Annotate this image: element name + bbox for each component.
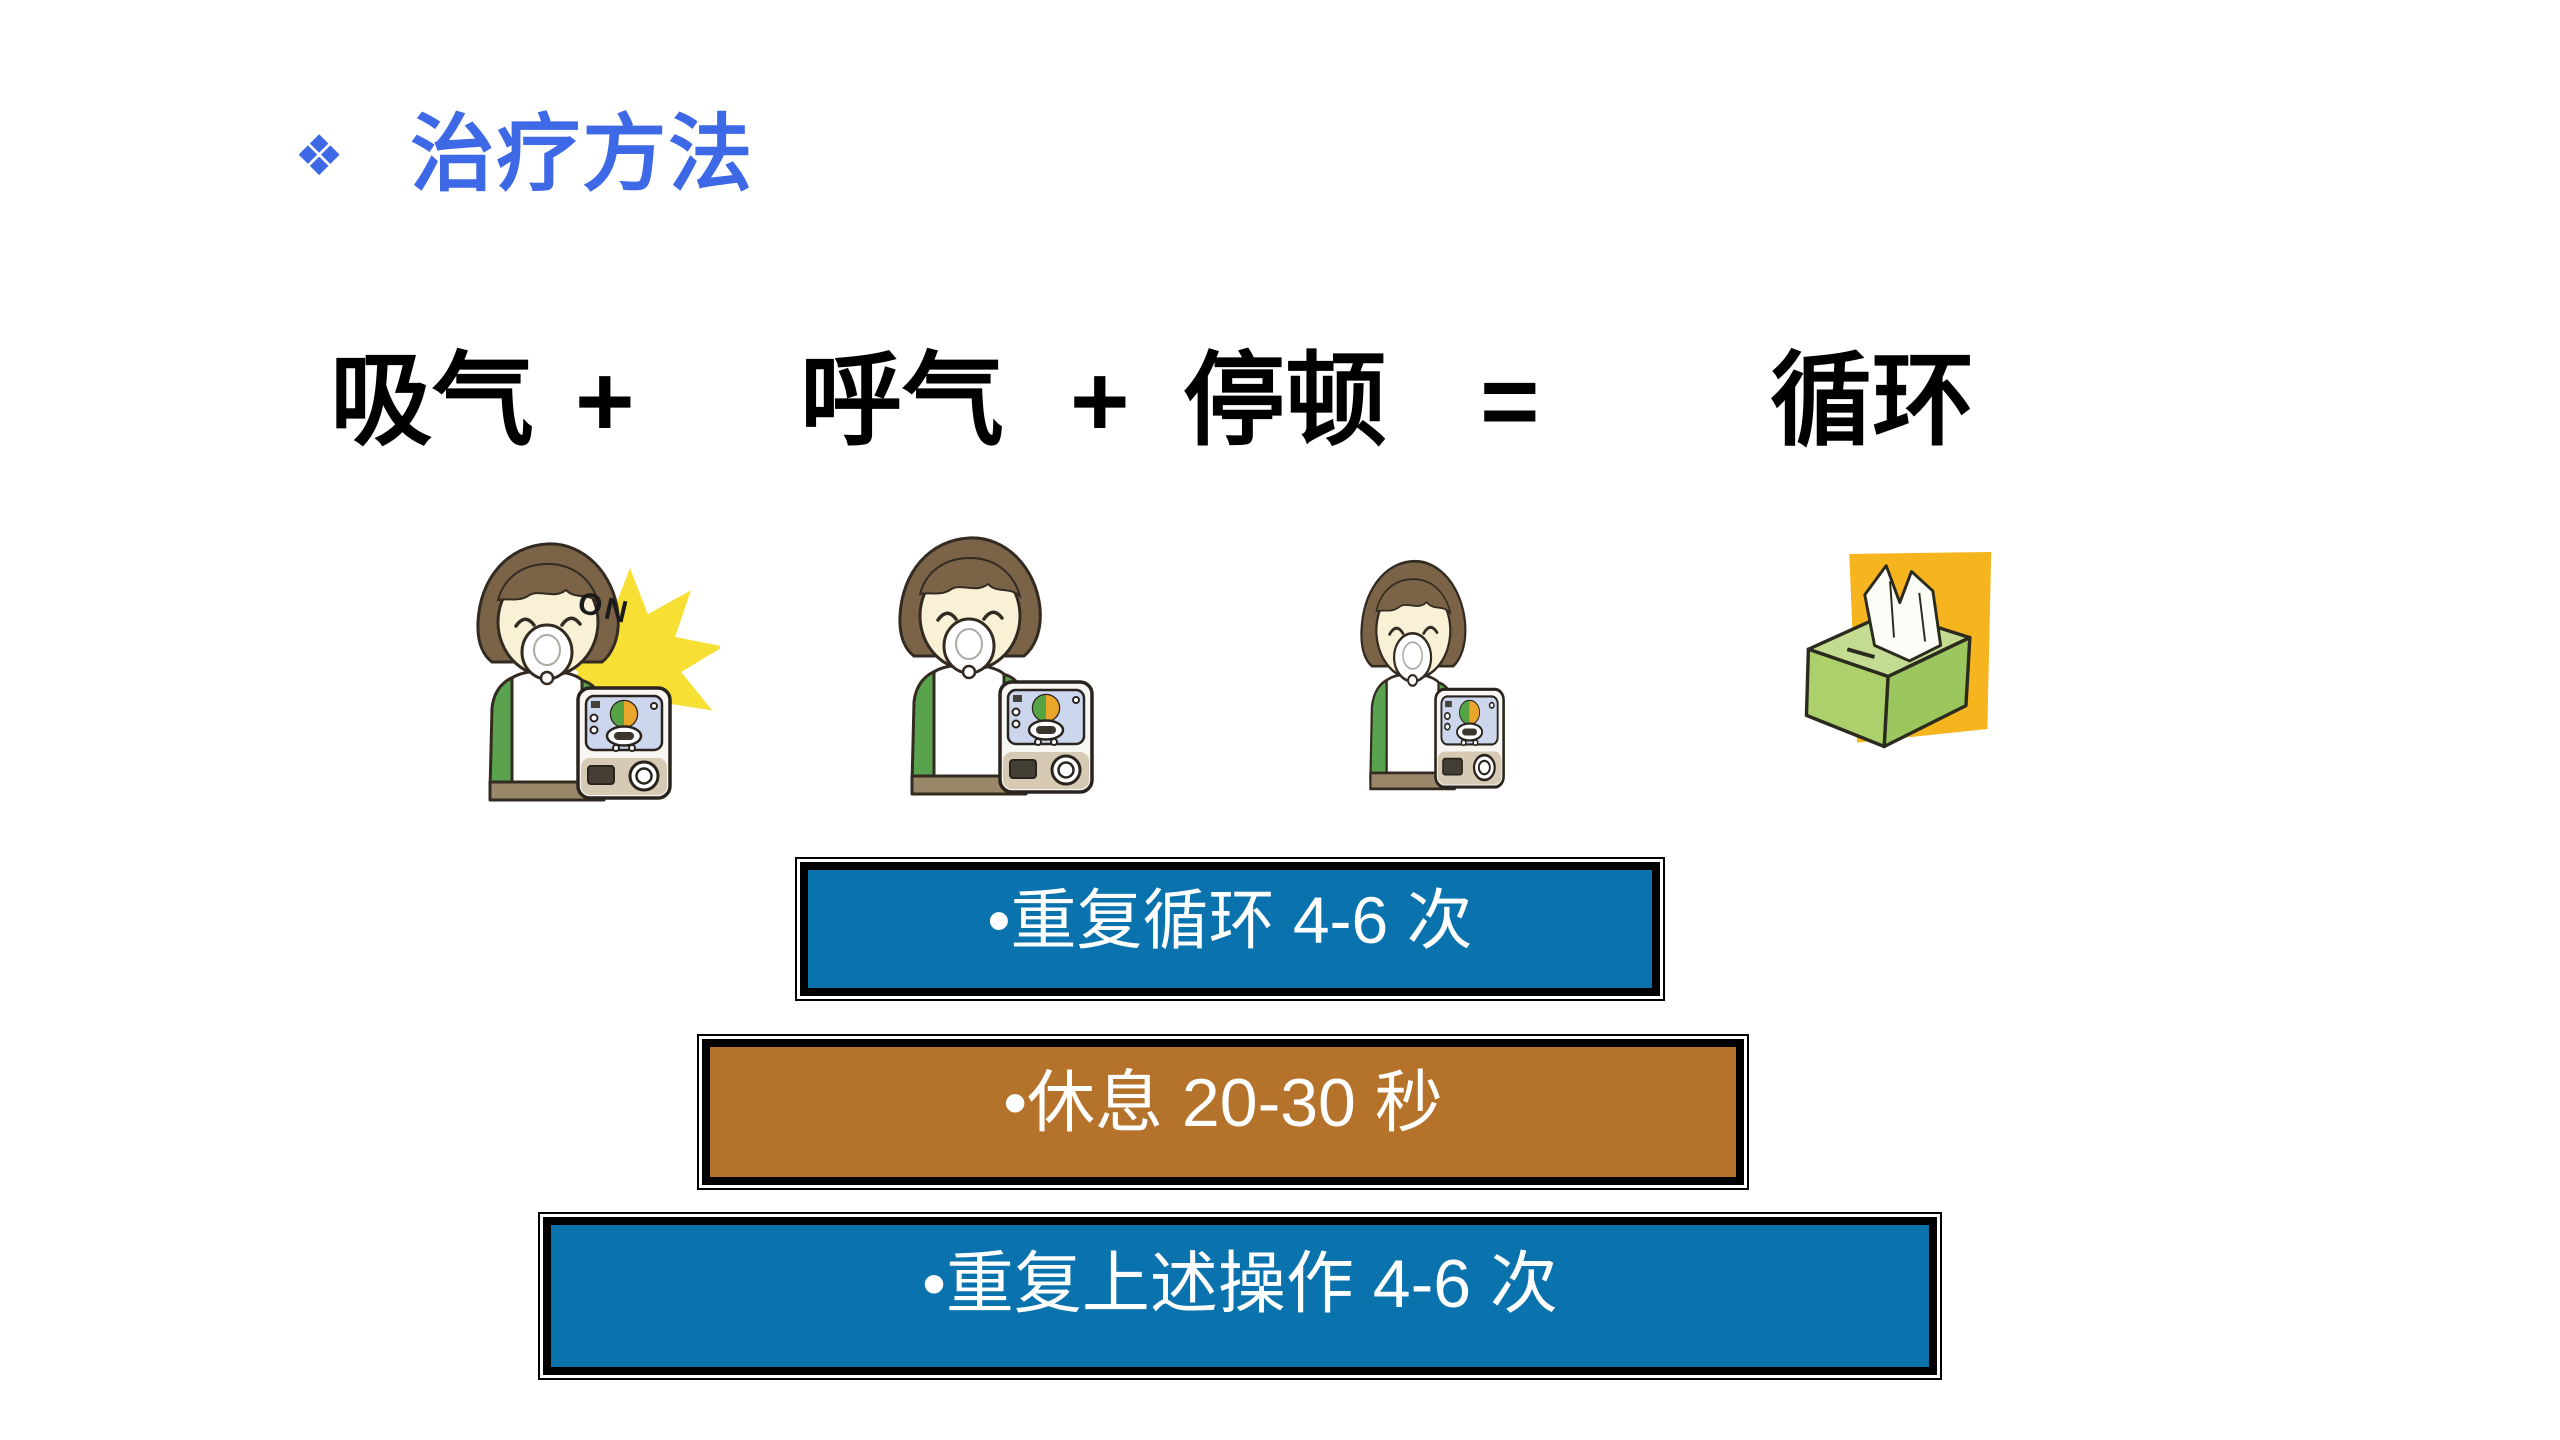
diamond-bullet-icon: ❖	[294, 124, 345, 187]
formula-plus-sign: +	[575, 344, 635, 458]
banner-repeat-cycle: •重复循环 4-6 次	[800, 862, 1660, 996]
banner-text: •重复循环 4-6 次	[987, 883, 1473, 957]
formula-term-exhale: 呼气	[800, 344, 1004, 458]
banner-rest: •休息 20-30 秒	[702, 1039, 1744, 1185]
patient-device-image	[1359, 559, 1506, 791]
formula-plus-sign: +	[1070, 344, 1130, 458]
formula-term-cycle: 循环	[1770, 344, 1974, 458]
formula-equals-sign: =	[1480, 344, 1540, 458]
formula-term-inhale: 吸气	[330, 344, 534, 458]
patient-exhaling-illustration	[852, 532, 1102, 802]
page-title: 治疗方法	[410, 107, 755, 201]
tissue-box-image	[1804, 552, 1992, 749]
banner-text: •重复上述操作 4-6 次	[922, 1246, 1558, 1322]
patient-pausing-illustration	[1326, 556, 1511, 796]
patient-device-on-image	[476, 542, 720, 802]
tissue-box-illustration	[1790, 552, 1996, 764]
patient-device-image	[898, 536, 1094, 796]
patient-inhaling-illustration	[430, 538, 720, 808]
banner-repeat-procedure: •重复上述操作 4-6 次	[543, 1217, 1937, 1375]
banner-text: •休息 20-30 秒	[1003, 1065, 1443, 1141]
slide-title-row: ❖ 治疗方法	[294, 112, 754, 196]
formula-term-pause: 停顿	[1183, 344, 1387, 458]
